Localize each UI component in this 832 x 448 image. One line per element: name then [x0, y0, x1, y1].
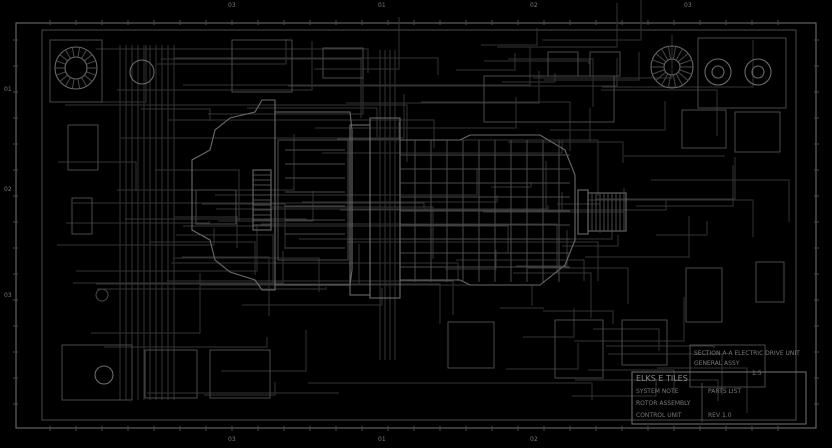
panel-box [231, 39, 293, 93]
spec-line: SECTION A-A ELECTRIC DRIVE UNIT [694, 350, 800, 357]
title-note: PARTS LIST [708, 388, 742, 395]
wiring [57, 0, 790, 413]
grid-label: 02 [530, 2, 538, 9]
module-box [734, 111, 781, 153]
knob [744, 58, 772, 86]
relay-box [67, 124, 99, 171]
grid-label: 03 [228, 436, 236, 443]
control-panel [697, 37, 787, 109]
relay-component [755, 261, 785, 303]
panel-box [483, 75, 615, 123]
terminal-block [447, 321, 495, 369]
grid-label: 03 [228, 2, 236, 9]
knob [704, 58, 732, 86]
grid-label: 01 [4, 86, 12, 93]
panel-box [209, 349, 271, 399]
connector [95, 288, 109, 302]
coil-component [589, 51, 621, 77]
title-note: CONTROL UNIT [636, 412, 682, 419]
outer-frame [15, 22, 817, 429]
title-block [631, 371, 807, 425]
spec-table [689, 344, 766, 388]
grid-label: 03 [4, 292, 12, 299]
fuse-box [71, 197, 93, 235]
grid-label: 03 [684, 2, 692, 9]
module-box [681, 109, 727, 149]
panel-box [322, 47, 364, 79]
grid-label: 01 [378, 436, 386, 443]
motor-assembly [191, 99, 627, 299]
coil-component [547, 51, 579, 77]
title-note: REV 1.0 [708, 412, 732, 419]
frame-ticks [13, 20, 819, 431]
panel-box [144, 349, 198, 399]
grid-label: 02 [530, 436, 538, 443]
grid-label: 02 [4, 186, 12, 193]
panel-box [621, 319, 668, 366]
title-note: ROTOR ASSEMBLY [636, 400, 691, 407]
motor-small [94, 365, 114, 385]
fan-component [49, 39, 103, 103]
title-block-title: ELKS E TILES [636, 374, 688, 383]
spec-line: GENERAL ASSY [694, 360, 740, 367]
relay-component [685, 267, 723, 323]
panel-box [61, 344, 133, 401]
title-note: SYSTEM NOTE [636, 388, 679, 395]
grid-label: 01 [378, 2, 386, 9]
gauge-component [129, 59, 155, 85]
inner-frame [41, 29, 797, 421]
spec-line: 1:5 [752, 370, 762, 377]
panel-box [554, 319, 604, 379]
